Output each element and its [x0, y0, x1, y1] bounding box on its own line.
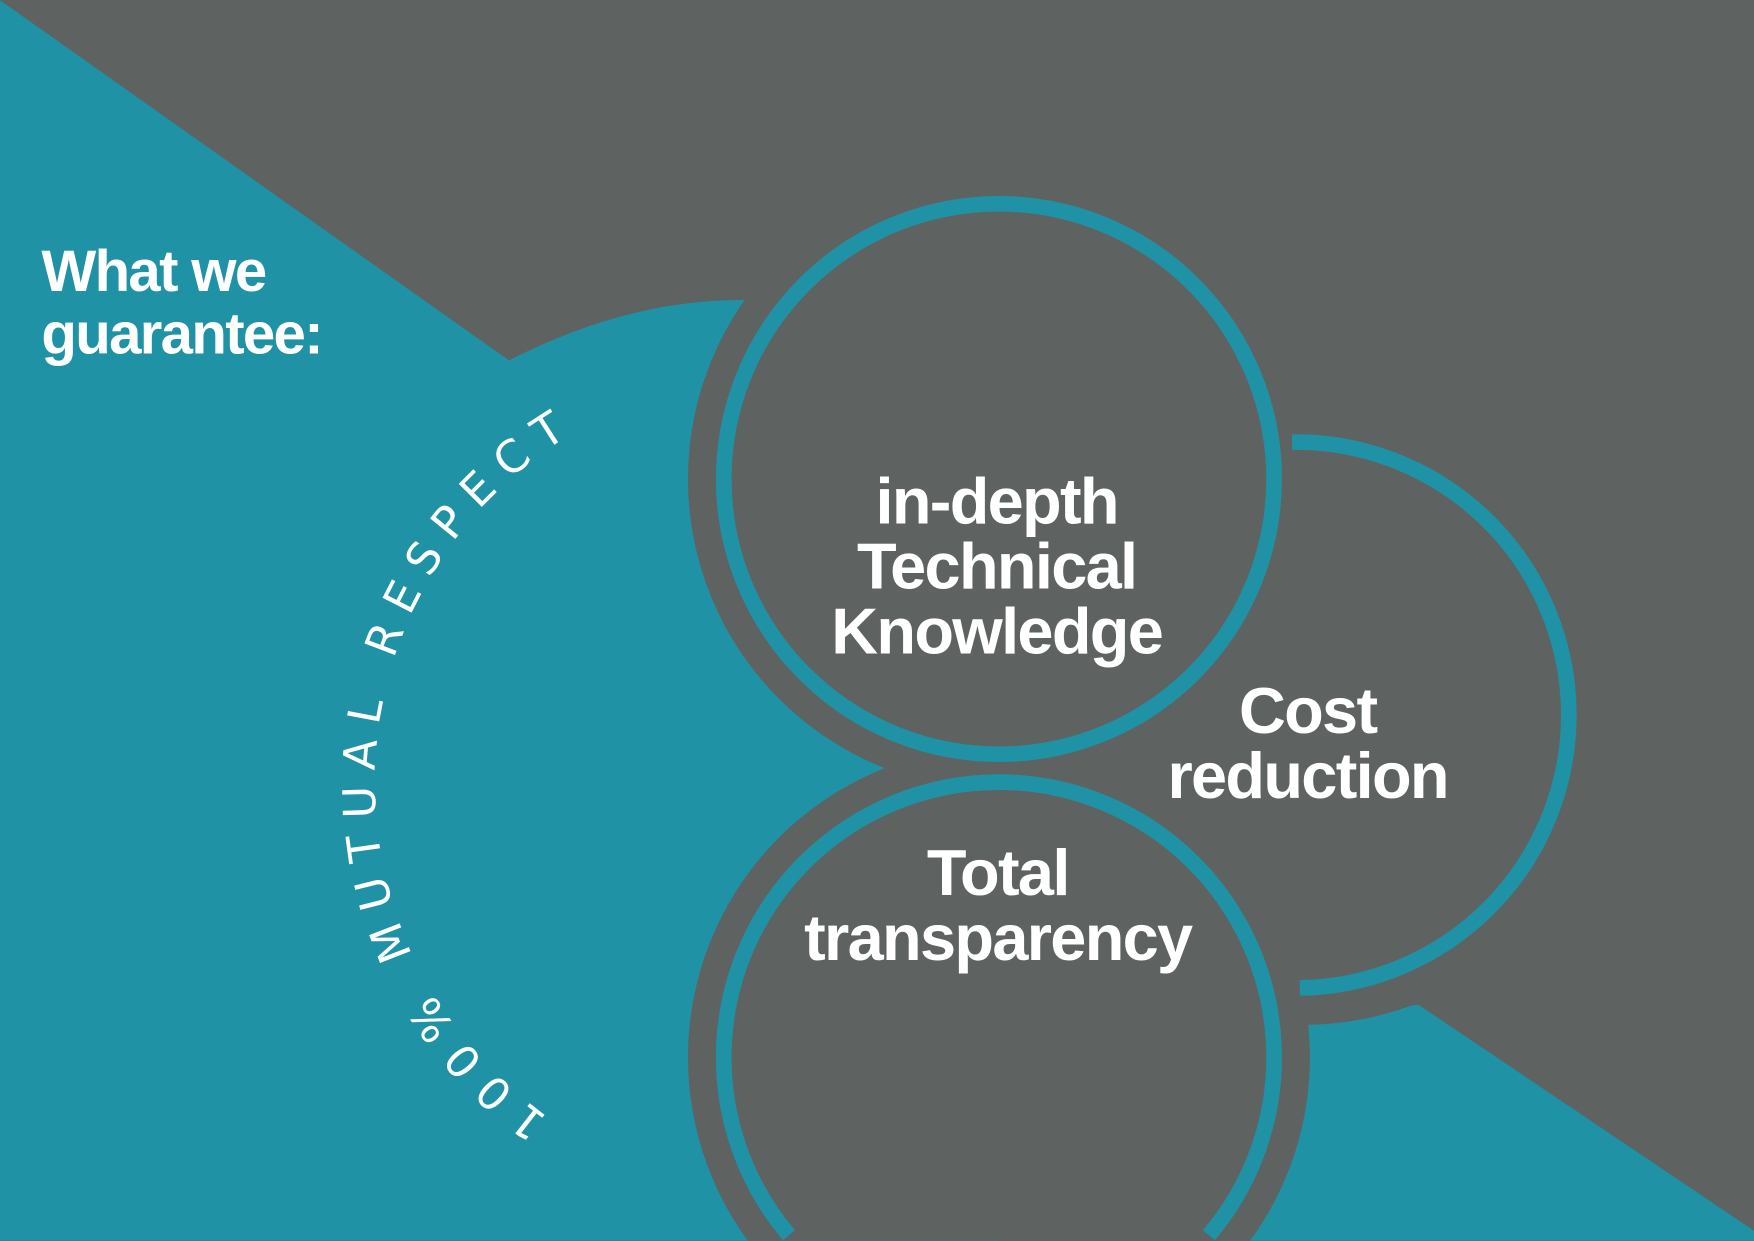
- knowledge-line-1: in-depth: [875, 465, 1117, 538]
- knowledge-line-2: Technical: [857, 530, 1136, 603]
- cost-line-2: reduction: [1167, 739, 1447, 812]
- cost-line-1: Cost: [1239, 674, 1378, 747]
- circle-knowledge-ring: [715, 195, 1282, 763]
- circle-knowledge-backing: [687, 168, 1310, 790]
- transparency-line-1: Total: [927, 836, 1069, 909]
- transparency-line-2: transparency: [804, 901, 1193, 974]
- circle-transparency-backing: [687, 746, 1310, 1241]
- knowledge-line-3: Knowledge: [831, 594, 1162, 667]
- heading-line-1: What we: [41, 239, 265, 304]
- teal-bottom-right-region: [1219, 1004, 1754, 1241]
- heading-line-2: guarantee:: [41, 302, 322, 367]
- circle-cost-ring: [1291, 434, 1577, 996]
- circle-transparency-ring: [715, 774, 1282, 1241]
